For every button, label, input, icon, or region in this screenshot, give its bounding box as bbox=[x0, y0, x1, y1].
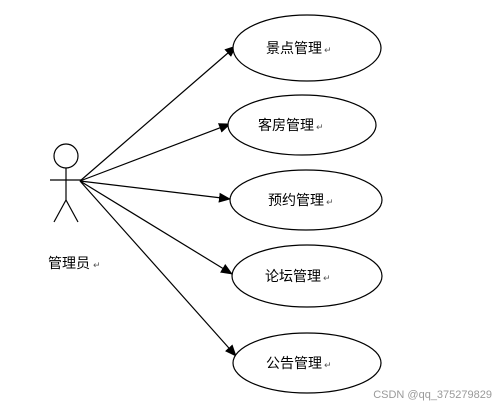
use-case-5: 公告管理 ↵ bbox=[232, 332, 382, 394]
use-case-label: 论坛管理 bbox=[265, 269, 321, 285]
use-case-ellipse bbox=[227, 94, 377, 156]
use-case-label: 公告管理 bbox=[266, 356, 322, 372]
use-case-paragraph-mark: ↵ bbox=[324, 361, 332, 371]
association-arrow-5 bbox=[79, 180, 237, 357]
association-arrow-4 bbox=[79, 180, 233, 275]
actor-head bbox=[53, 143, 79, 169]
use-case-1: 景点管理 ↵ bbox=[232, 14, 382, 82]
use-case-2: 客房管理 ↵ bbox=[227, 94, 377, 156]
association-arrow-2 bbox=[79, 123, 231, 182]
association-arrow-3 bbox=[79, 180, 231, 203]
actor-label: 管理员 bbox=[48, 256, 90, 272]
actor-left-leg bbox=[53, 199, 67, 223]
use-case-paragraph-mark: ↵ bbox=[323, 274, 331, 284]
use-case-ellipse bbox=[232, 14, 382, 82]
use-case-paragraph-mark: ↵ bbox=[316, 123, 324, 133]
actor-right-leg bbox=[65, 199, 79, 223]
use-case-3: 预约管理 ↵ bbox=[229, 169, 383, 231]
use-case-paragraph-mark: ↵ bbox=[326, 198, 334, 208]
association-arrow-1 bbox=[79, 45, 237, 182]
actor-figure bbox=[50, 143, 82, 223]
use-case-ellipse bbox=[232, 332, 382, 394]
use-case-ellipse bbox=[229, 169, 383, 231]
use-case-ellipse bbox=[231, 244, 383, 308]
use-case-4: 论坛管理 ↵ bbox=[231, 244, 383, 308]
actor-paragraph-mark: ↵ bbox=[93, 261, 101, 271]
watermark: CSDN @qq_375279829 bbox=[373, 389, 492, 401]
use-case-label: 预约管理 bbox=[268, 193, 324, 209]
use-case-paragraph-mark: ↵ bbox=[324, 46, 332, 56]
use-case-label: 景点管理 bbox=[266, 41, 322, 57]
use-case-label: 客房管理 bbox=[258, 117, 314, 134]
